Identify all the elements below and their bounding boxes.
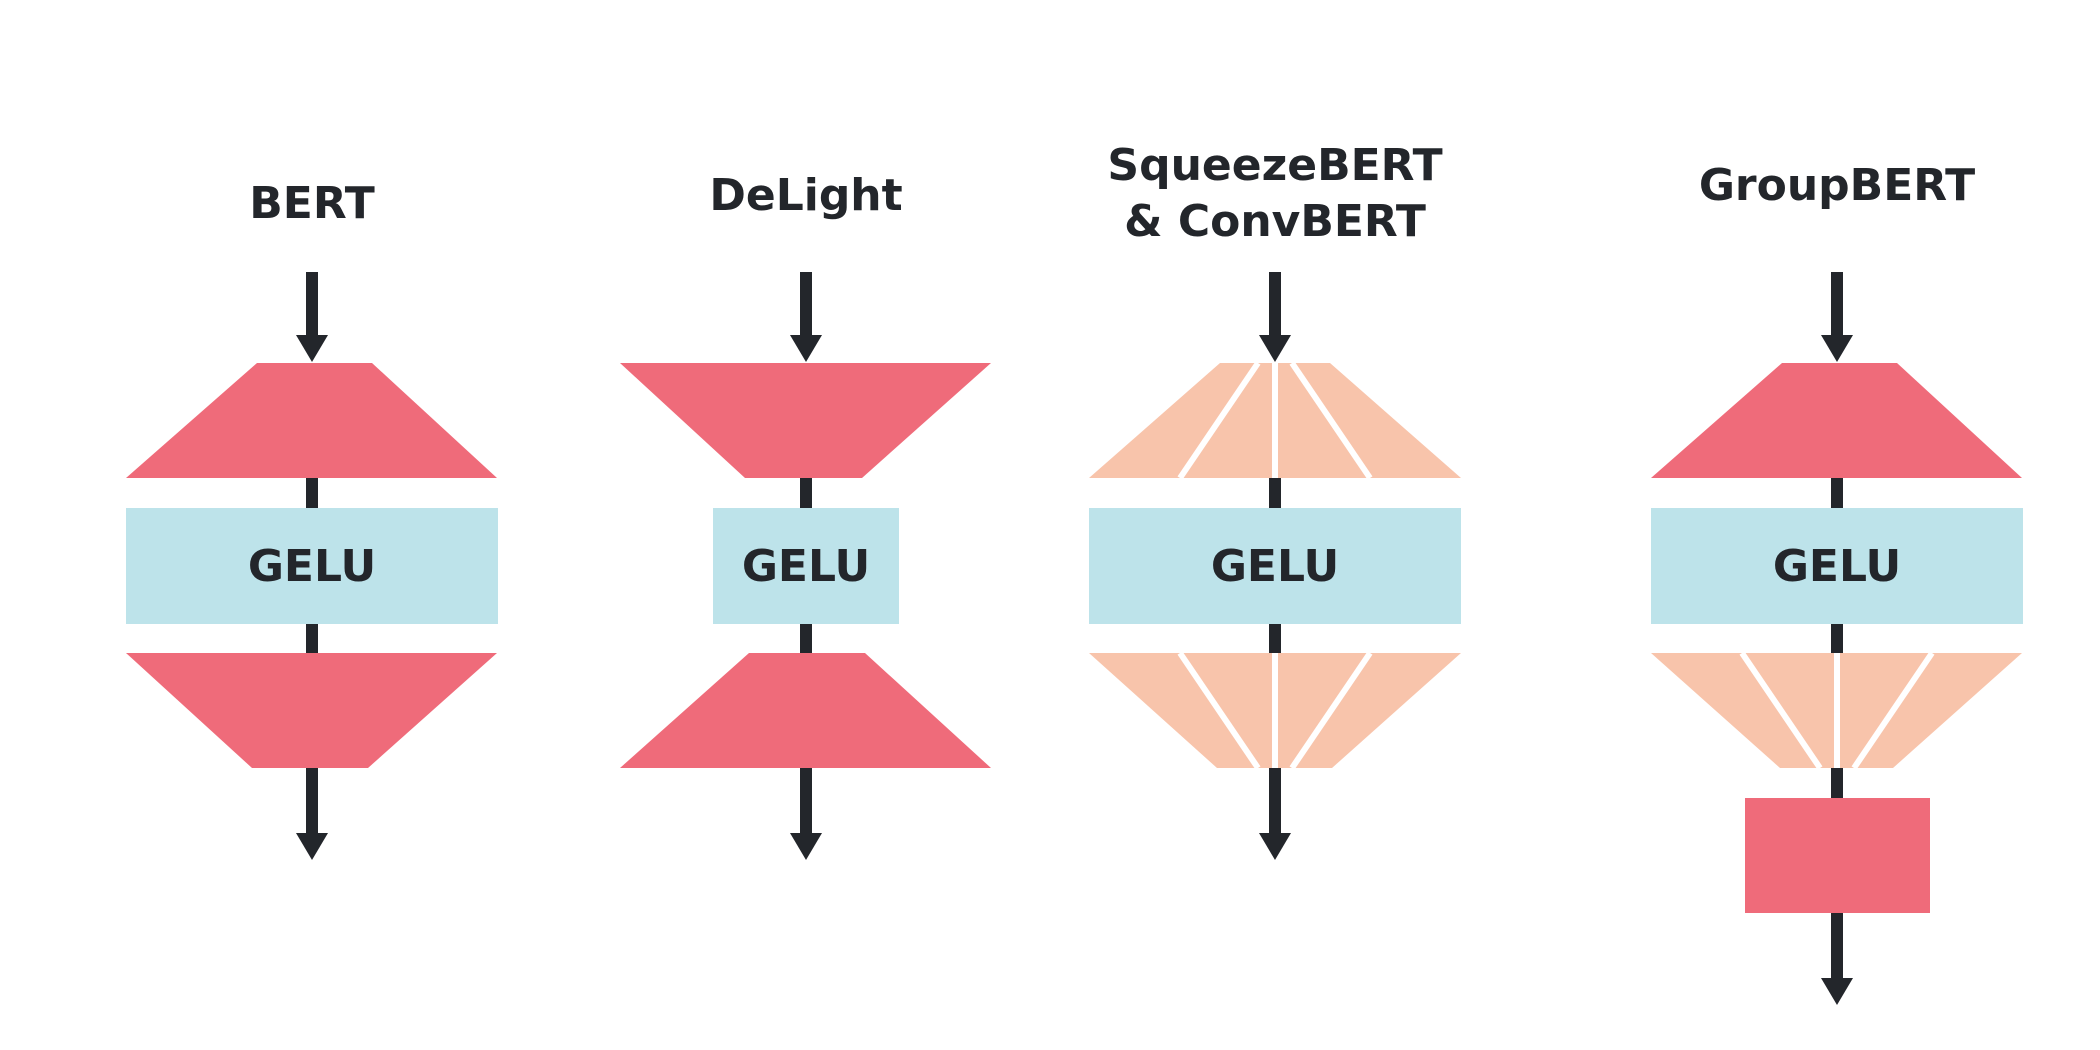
dense-layer-extra-groupbert (1745, 798, 1930, 913)
gelu-label-groupbert: GELU (1773, 541, 1901, 592)
dense-layer-contracting-delight (620, 363, 991, 478)
gelu-box-squeezebert (1089, 508, 1461, 624)
dense-layer-expanding-delight (620, 653, 991, 768)
arrow-out-bert (296, 768, 328, 860)
gelu-box-groupbert (1651, 508, 2023, 624)
column-title-groupbert: GroupBERT (1699, 160, 1975, 211)
gelu-label-delight: GELU (742, 541, 870, 592)
dense-layer-expanding-groupbert (1651, 363, 2022, 478)
column-title-squeezebert-line1: SqueezeBERT (1107, 140, 1442, 191)
dense-layer-expanding-bert (126, 363, 497, 478)
dense-layer-contracting-bert (126, 653, 497, 768)
column-squeezebert-convbert: SqueezeBERT & ConvBERT GELU (1089, 140, 1461, 860)
arrow-out-groupbert (1821, 913, 1853, 1005)
gelu-box-bert (126, 508, 498, 624)
gelu-box-delight (713, 508, 899, 624)
column-title-bert: BERT (249, 178, 375, 229)
column-title-delight: DeLight (709, 170, 902, 221)
grouped-layer-contracting-groupbert (1651, 651, 2022, 770)
arrow-out-squeezebert (1259, 768, 1291, 860)
arrow-in-bert (296, 272, 328, 362)
arrow-in-delight (790, 272, 822, 362)
column-bert: BERT GELU (126, 178, 498, 860)
arrow-in-squeezebert (1259, 272, 1291, 362)
grouped-layer-contracting-squeezebert (1089, 651, 1461, 770)
column-groupbert: GroupBERT GELU (1651, 160, 2023, 1005)
arrow-out-delight (790, 768, 822, 860)
arrow-in-groupbert (1821, 272, 1853, 362)
grouped-layer-expanding-squeezebert (1089, 361, 1461, 480)
column-title-squeezebert-line2: & ConvBERT (1124, 196, 1426, 247)
gelu-label-bert: GELU (248, 541, 376, 592)
gelu-label-squeezebert: GELU (1211, 541, 1339, 592)
column-delight: DeLight GELU (620, 170, 991, 860)
